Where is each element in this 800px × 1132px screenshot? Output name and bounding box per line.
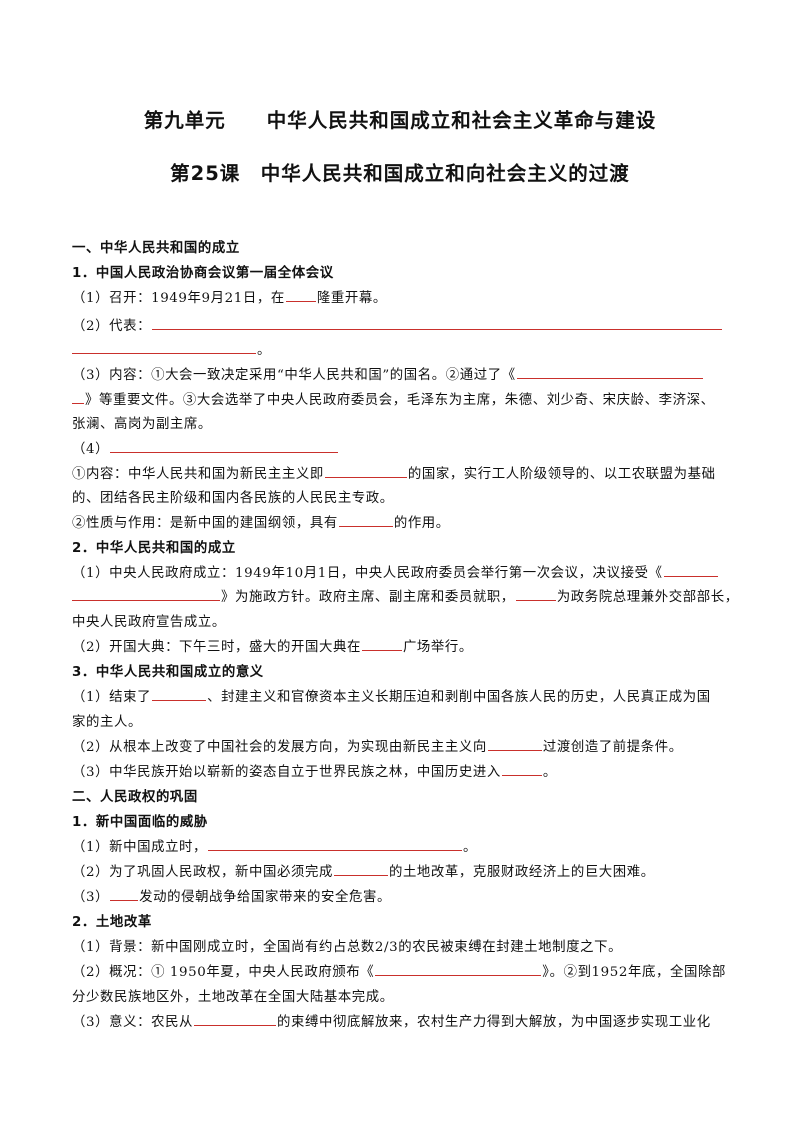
text: （1）召开：1949年9月21日，在	[72, 291, 285, 306]
text: 》。②到1952年底，全国除部	[542, 965, 726, 980]
text: （1）中央人民政府成立：1949年10月1日，中央人民政府委员会举行第一次会议，…	[72, 566, 663, 581]
text: 张澜、高岗为副主席。	[72, 417, 212, 432]
answer-blank[interactable]	[516, 367, 703, 379]
text: 。	[542, 765, 557, 780]
text: （1）背景：新中国刚成立时，全国尚有约占总数2/3的农民被束缚在封建土地制度之下…	[72, 940, 623, 955]
text: 的、团结各民主阶级和国内各民族的人民民主专政。	[72, 491, 394, 506]
text: ②性质与作用：是新中国的建国纲领，具有	[72, 516, 338, 531]
answer-blank[interactable]	[285, 290, 316, 302]
subsection-heading: 2．中华人民共和国的成立	[72, 541, 236, 556]
text: （1）新中国成立时，	[72, 840, 208, 855]
text: （2）从根本上改变了中国社会的发展方向，为实现由新民主主义向	[72, 740, 487, 755]
subsection-heading: 2．土地改革	[72, 915, 152, 930]
paragraph: 中央人民政府宣告成立。	[72, 610, 226, 630]
answer-blank[interactable]	[152, 689, 207, 701]
unit-title: 第九单元 中华人民共和国成立和社会主义革命与建设	[143, 109, 657, 132]
text: （2）为了巩固人民政权，新中国必须完成	[72, 865, 333, 880]
text: 中央人民政府宣告成立。	[72, 615, 226, 630]
paragraph: （1）背景：新中国刚成立时，全国尚有约占总数2/3的农民被束缚在封建土地制度之下…	[72, 935, 622, 955]
paragraph: 分少数民族地区外，土地改革在全国大陆基本完成。	[72, 985, 394, 1005]
answer-blank[interactable]	[110, 441, 339, 453]
paragraph: （2）开国大典：下午三时，盛大的开国大典在 广场举行。	[72, 635, 473, 655]
paragraph: ②性质与作用：是新中国的建国纲领，具有 的作用。	[72, 511, 450, 531]
text: 为政务院总理兼外交部部长，	[556, 590, 739, 605]
section-heading: 二、人民政权的巩固	[72, 790, 198, 805]
text: （2）概况：① 1950年夏，中央人民政府颁布《	[72, 965, 375, 980]
text: （1）结束了	[72, 690, 152, 705]
answer-blank[interactable]	[375, 964, 542, 976]
text: 》为施政方针。政府主席、副主席和委员就职，	[221, 590, 515, 605]
text: 过渡创造了前提条件。	[542, 740, 683, 755]
answer-blank[interactable]	[487, 739, 542, 751]
text: （3）	[72, 890, 110, 905]
paragraph: ①内容：中华人民共和国为新民主主义即 的国家，实行工人阶级领导的、以工农联盟为基础	[72, 462, 716, 482]
paragraph: （3） 发动的侵朝战争给国家带来的安全危害。	[72, 885, 391, 905]
paragraph: （2）从根本上改变了中国社会的发展方向，为实现由新民主主义向 过渡创造了前提条件。	[72, 735, 683, 755]
answer-blank[interactable]	[194, 1014, 277, 1026]
answer-blank[interactable]	[72, 392, 84, 404]
paragraph: 家的主人。	[72, 710, 142, 730]
paragraph: （2）为了巩固人民政权，新中国必须完成 的土地改革，克服财政经济上的巨大困难。	[72, 860, 655, 880]
answer-blank[interactable]	[663, 565, 718, 577]
text: 的作用。	[393, 516, 450, 531]
paragraph: （2）概况：① 1950年夏，中央人民政府颁布《 》。②到1952年底，全国除部	[72, 960, 726, 980]
text: （3）中华民族开始以崭新的姿态自立于世界民族之林，中国历史进入	[72, 765, 501, 780]
text: 。	[257, 343, 271, 358]
text: 家的主人。	[72, 715, 142, 730]
subsection-heading: 1．中国人民政治协商会议第一届全体会议	[72, 266, 334, 281]
paragraph: 的、团结各民主阶级和国内各民族的人民民主专政。	[72, 486, 394, 506]
paragraph: （2）代表：	[72, 314, 723, 334]
text: 分少数民族地区外，土地改革在全国大陆基本完成。	[72, 990, 394, 1005]
text: 发动的侵朝战争给国家带来的安全危害。	[139, 890, 391, 905]
answer-blank[interactable]	[324, 466, 407, 478]
answer-blank[interactable]	[110, 889, 139, 901]
text: （3）内容：①大会一致决定采用“中华人民共和国”的国名。②通过了《	[72, 368, 516, 383]
paragraph: （1）中央人民政府成立：1949年10月1日，中央人民政府委员会举行第一次会议，…	[72, 561, 719, 581]
paragraph: （3）内容：①大会一致决定采用“中华人民共和国”的国名。②通过了《	[72, 363, 704, 383]
text: ①内容：中华人民共和国为新民主主义即	[72, 467, 324, 482]
text: 的束缚中彻底解放来，农村生产力得到大解放，为中国逐步实现工业化	[277, 1015, 711, 1030]
answer-blank[interactable]	[333, 864, 388, 876]
text: （3）意义：农民从	[72, 1015, 194, 1030]
text: 广场举行。	[402, 640, 473, 655]
text: 》等重要文件。③大会选举了中央人民政府委员会，毛泽东为主席，朱德、刘少奇、宋庆龄…	[85, 393, 715, 408]
subsection-heading: 3．中华人民共和国成立的意义	[72, 665, 264, 680]
answer-blank[interactable]	[501, 764, 542, 776]
text: 的国家，实行工人阶级领导的、以工农联盟为基础	[407, 467, 716, 482]
text: 隆重开幕。	[316, 291, 387, 306]
paragraph: （4）	[72, 437, 339, 457]
paragraph: 张澜、高岗为副主席。	[72, 412, 212, 432]
text: 、封建主义和官僚资本主义长期压迫和剥削中国各族人民的历史，人民真正成为国	[207, 690, 711, 705]
paragraph: （3）意义：农民从 的束缚中彻底解放来，农村生产力得到大解放，为中国逐步实现工业化	[72, 1010, 711, 1030]
section-heading: 一、中华人民共和国的成立	[72, 241, 240, 256]
paragraph: （1）新中国成立时， 。	[72, 835, 477, 855]
text: 的土地改革，克服财政经济上的巨大困难。	[388, 865, 655, 880]
answer-blank[interactable]	[515, 589, 556, 601]
paragraph: （1）结束了 、封建主义和官僚资本主义长期压迫和剥削中国各族人民的历史，人民真正成…	[72, 685, 711, 705]
text: 。	[463, 840, 478, 855]
text: （2）代表：	[72, 319, 152, 334]
paragraph: 》为施政方针。政府主席、副主席和委员就职， 为政务院总理兼外交部部长，	[72, 585, 739, 605]
answer-blank[interactable]	[338, 515, 393, 527]
answer-blank[interactable]	[72, 589, 220, 601]
answer-blank[interactable]	[208, 839, 463, 851]
text: （2）开国大典：下午三时，盛大的开国大典在	[72, 640, 361, 655]
lesson-title: 第25课 中华人民共和国成立和向社会主义的过渡	[170, 162, 630, 185]
paragraph: （1）召开：1949年9月21日，在 隆重开幕。	[72, 286, 387, 306]
paragraph: 。	[72, 338, 271, 358]
text: （4）	[72, 442, 110, 457]
subsection-heading: 1．新中国面临的威胁	[72, 815, 208, 830]
answer-blank[interactable]	[152, 318, 723, 330]
answer-blank[interactable]	[72, 342, 256, 354]
paragraph: 》等重要文件。③大会选举了中央人民政府委员会，毛泽东为主席，朱德、刘少奇、宋庆龄…	[72, 388, 715, 408]
answer-blank[interactable]	[361, 639, 402, 651]
paragraph: （3）中华民族开始以崭新的姿态自立于世界民族之林，中国历史进入 。	[72, 760, 557, 780]
